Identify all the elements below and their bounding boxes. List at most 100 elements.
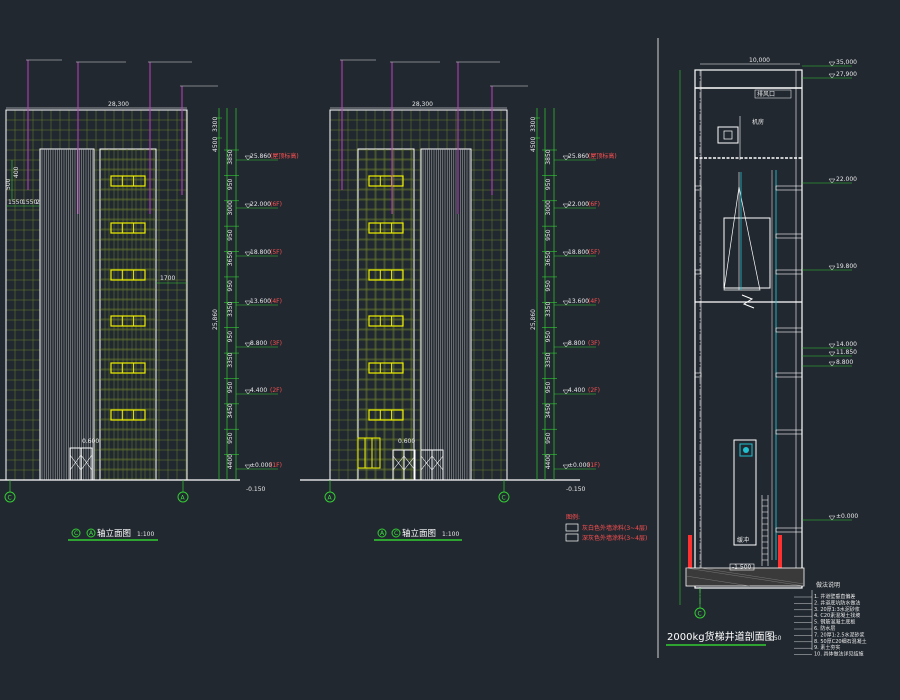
dim-inner: 3850 xyxy=(545,149,552,164)
left-elevation-title-block: C A 轴立面图 1:100 xyxy=(68,528,158,541)
section-note-item: 4. C20素混凝土找坡 xyxy=(814,612,860,619)
left-elevation: 0.600 28,300 1550 1550 2 500 400 1700 38… xyxy=(0,59,299,541)
shaft-outer-wall xyxy=(694,69,803,589)
right-elevation-title: 轴立面图 xyxy=(402,528,436,539)
left-top-dim: 28,300 xyxy=(108,101,129,108)
level-value: 4.400 xyxy=(250,387,267,394)
level-note: (6F) xyxy=(588,201,600,208)
dim-total: 25,860 xyxy=(530,309,537,330)
elevator-shaft-section: 10,000 排风口 机房 缓冲 xyxy=(666,57,867,658)
dim-inner: 950 xyxy=(227,382,234,394)
right-bottom-level: -0.150 xyxy=(566,486,586,493)
legend-item-2: 深灰色外墙涂料(3~4层) xyxy=(582,534,647,542)
level-note: (1F) xyxy=(588,462,600,469)
left-elevation-scale: 1:100 xyxy=(137,531,154,538)
section-scale: 1:50 xyxy=(768,635,782,642)
right-elevation-title-block: A C 轴立面图 1:100 xyxy=(374,528,462,541)
dim-inner: 3000 xyxy=(227,200,234,215)
dim-inner: 950 xyxy=(545,280,552,292)
left-side-dim-3: 2 xyxy=(36,199,40,206)
dim-inner: 4400 xyxy=(545,454,552,469)
section-title-block: 2000kg货梯井道剖面图 1:50 xyxy=(666,630,782,646)
right-entry-level: 0.600 xyxy=(398,438,415,445)
dim-inner: 3350 xyxy=(545,302,552,317)
right-elevation-yellow-door xyxy=(357,437,381,469)
dim-inner: 3350 xyxy=(227,302,234,317)
section-note-item: 10. 具体做法详见结施 xyxy=(814,651,864,658)
level-note: (3F) xyxy=(588,340,600,347)
dim-inner: 950 xyxy=(545,331,552,343)
level-value: 13.600 xyxy=(568,298,589,305)
dim-inner: 950 xyxy=(545,382,552,394)
dim-total: 25,860 xyxy=(212,309,219,330)
right-elevation-stair-bay xyxy=(420,148,472,481)
level-note: (5F) xyxy=(588,249,600,256)
right-elevation-facade-grid xyxy=(330,110,507,480)
right-elevation-window-bay xyxy=(357,148,415,481)
right-elevation-outline xyxy=(329,109,508,481)
right-elevation-scale: 1:100 xyxy=(442,531,459,538)
section-machine-label: 机房 xyxy=(752,118,764,126)
level-value: 13.600 xyxy=(250,298,271,305)
dim-inner: 3350 xyxy=(227,352,234,367)
section-note-item: 5. 钢筋混凝土底板 xyxy=(814,619,855,626)
left-elevation-dimension-chain: 3850950300095036509503350950335095034509… xyxy=(212,108,299,480)
section-buffer-label: 缓冲 xyxy=(737,536,749,544)
right-elevation-vertical-cladding xyxy=(422,149,470,480)
left-title-axis-2: A xyxy=(89,530,94,537)
left-axis-bubble-c xyxy=(4,491,16,503)
level-note: (4F) xyxy=(270,298,282,305)
section-level: 35,000 xyxy=(836,59,857,66)
left-elevation-vertical-cladding xyxy=(41,149,93,480)
left-elevation-facade-grid xyxy=(6,110,187,480)
section-note-item: 9. 素土夯实 xyxy=(814,644,840,651)
level-note: (2F) xyxy=(270,387,282,394)
section-level: 14.000 xyxy=(836,341,857,348)
level-note: (6F) xyxy=(270,201,282,208)
dim-inner: 3450 xyxy=(227,403,234,418)
section-level: ±0.000 xyxy=(836,513,858,520)
right-axis-label-c: C xyxy=(502,495,506,502)
section-note-item: 1. 井道壁垂直偏差 xyxy=(814,593,855,600)
dim-outer: 4500 xyxy=(530,137,537,152)
section-top-dim: 10,000 xyxy=(749,57,770,64)
left-side-dim-2: 1550 xyxy=(22,199,37,206)
left-side-dim-1: 1550 xyxy=(8,199,23,206)
dim-outer: 4500 xyxy=(212,137,219,152)
section-note-item: 3. 20厚1:3水泥砂浆 xyxy=(814,606,860,613)
dim-inner: 950 xyxy=(545,178,552,190)
level-note: (2F) xyxy=(588,387,600,394)
left-elevation-window-bay xyxy=(99,148,157,481)
dim-inner: 3650 xyxy=(227,251,234,266)
level-value: 18.800 xyxy=(250,249,271,256)
right-elevation-windows xyxy=(368,175,404,421)
level-note: (4F) xyxy=(588,298,600,305)
dim-inner: 3850 xyxy=(227,149,234,164)
dim-inner: 3000 xyxy=(545,200,552,215)
right-elevation-dimension-chain: 3850950300095036509503350950335095034509… xyxy=(530,108,617,480)
level-value: 4.400 xyxy=(568,387,585,394)
legend: 图例: 灰白色外墙涂料(3~4层) 深灰色外墙涂料(3~4层) xyxy=(565,513,647,542)
dim-inner: 3650 xyxy=(545,251,552,266)
level-note: (屋顶标高) xyxy=(588,152,617,160)
shaft-landing-brackets xyxy=(694,185,803,533)
level-note: (3F) xyxy=(270,340,282,347)
right-axis-bubble-a xyxy=(324,491,336,503)
section-note-item: 6. 防水层 xyxy=(814,625,835,632)
dim-outer: 3300 xyxy=(530,117,537,132)
left-entry-level: 0.600 xyxy=(82,438,99,445)
section-box-label: 排风口 xyxy=(757,90,775,98)
level-value: 8.800 xyxy=(250,340,267,347)
section-note-item: 8. 50厚C20细石混凝土 xyxy=(814,638,867,645)
level-note: (1F) xyxy=(270,462,282,469)
level-value: 25.860 xyxy=(568,153,589,160)
legend-item-1: 灰白色外墙涂料(3~4层) xyxy=(582,524,647,532)
right-title-axis-1: A xyxy=(380,530,385,537)
left-mid-dim: 1700 xyxy=(160,275,175,282)
left-axis-label-a: A xyxy=(181,495,186,502)
dim-inner: 950 xyxy=(545,229,552,241)
section-title: 2000kg货梯井道剖面图 xyxy=(667,630,775,643)
right-elevation: 0.600 28,300 385095030009503650950335095… xyxy=(300,59,617,541)
level-note: (屋顶标高) xyxy=(270,152,299,160)
